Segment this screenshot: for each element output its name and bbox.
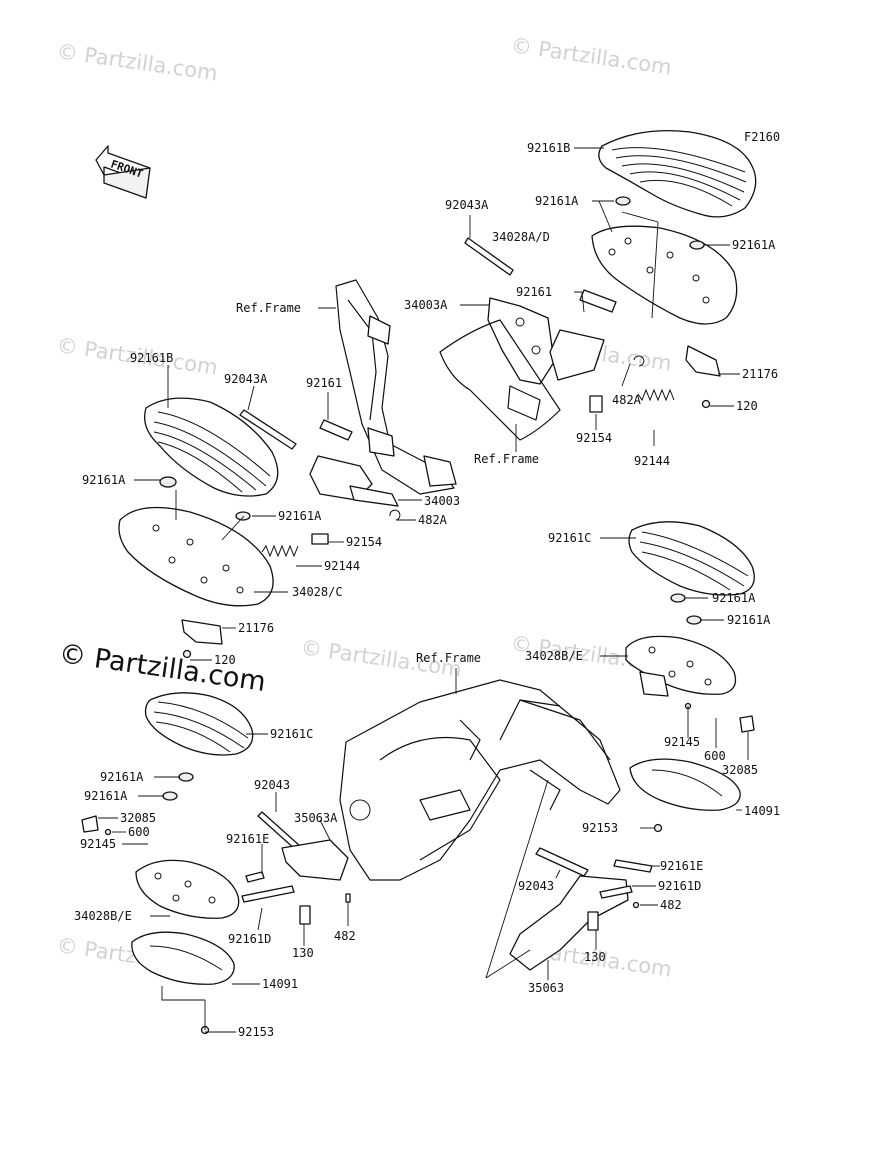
watermark: © Partzilla.com (509, 33, 673, 79)
part-label: 482A (418, 513, 448, 527)
part-label: 92161 (516, 285, 552, 299)
bracket-bottom-right (509, 847, 653, 971)
part-label: 34003A (404, 298, 448, 312)
part-label: 34003 (424, 494, 460, 508)
part-label: 92161 (306, 376, 342, 390)
part-label: 35063 (528, 981, 564, 995)
frame-lower (339, 679, 621, 881)
part-label: 92161D (658, 879, 701, 893)
part-label: 130 (584, 950, 606, 964)
part-label: 21176 (742, 367, 778, 381)
floorboard-top-right (439, 129, 757, 441)
part-label: 34028A/D (492, 230, 550, 244)
ref-frame-label: Ref.Frame (416, 651, 481, 665)
part-label: 14091 (262, 977, 298, 991)
part-label: 92043 (518, 879, 554, 893)
part-label: 32085 (120, 811, 156, 825)
part-label: 34028/C (292, 585, 343, 599)
part-label: 92161A (535, 194, 579, 208)
part-label: 92161C (548, 531, 591, 545)
part-label: 482 (660, 898, 682, 912)
part-label: 92144 (634, 454, 670, 468)
part-label: 92043A (445, 198, 489, 212)
floorboard-right (625, 521, 755, 833)
part-label: 92161A (100, 770, 144, 784)
figure-code: F2160 (744, 130, 780, 144)
part-label: 92161B (527, 141, 570, 155)
part-label: 34028B/E (525, 649, 583, 663)
floorboard-bottom-left (81, 692, 351, 1035)
part-label: 92145 (664, 735, 700, 749)
part-label: 92144 (324, 559, 360, 573)
ref-frame-label: Ref.Frame (236, 301, 301, 315)
part-label: 92161A (278, 509, 322, 523)
part-label: 92153 (238, 1025, 274, 1039)
part-label: 130 (292, 946, 314, 960)
part-label: 600 (128, 825, 150, 839)
part-label: 34028B/E (74, 909, 132, 923)
floorboard-left (118, 397, 401, 659)
watermark-main: © Partzilla.com (57, 638, 268, 698)
part-label: 92043A (224, 372, 268, 386)
part-label: 92161C (270, 727, 313, 741)
part-label: 120 (214, 653, 236, 667)
part-label: 92154 (346, 535, 382, 549)
part-label: 14091 (744, 804, 780, 818)
part-label: 92161E (226, 832, 269, 846)
part-label: 35063A (294, 811, 338, 825)
leader-lines (98, 147, 749, 1033)
part-label: 92145 (80, 837, 116, 851)
part-label: 600 (704, 749, 726, 763)
part-label: 92153 (582, 821, 618, 835)
part-label: 482 (334, 929, 356, 943)
part-label: 92161A (727, 613, 771, 627)
frame-upper (335, 279, 457, 495)
part-label: 92161B (130, 351, 173, 365)
part-label: 92161A (84, 789, 128, 803)
part-label: 32085 (722, 763, 758, 777)
part-label: 92161A (712, 591, 756, 605)
part-label: 482A (612, 393, 642, 407)
part-label: 92161E (660, 859, 703, 873)
front-arrow-icon: FRONT (95, 145, 151, 199)
part-labels: 92161B 92161A 92043A 34028A/D 92161A 340… (74, 141, 780, 1039)
watermark: © Partzilla.com (55, 39, 219, 85)
part-label: 92161A (82, 473, 126, 487)
ref-frame-label: Ref.Frame (474, 452, 539, 466)
part-label: 92161A (732, 238, 776, 252)
part-label: 120 (736, 399, 758, 413)
part-label: 21176 (238, 621, 274, 635)
part-label: 92043 (254, 778, 290, 792)
part-label: 92161D (228, 932, 271, 946)
part-label: 92154 (576, 431, 612, 445)
